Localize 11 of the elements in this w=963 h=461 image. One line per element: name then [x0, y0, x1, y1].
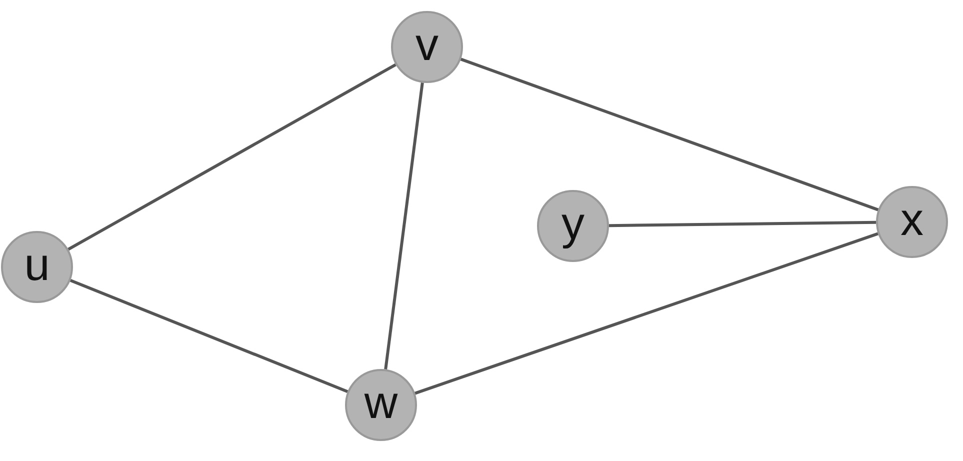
edge-line	[608, 220, 876, 228]
vertex-label: v	[416, 21, 438, 67]
vertex-label: x	[900, 196, 924, 242]
vertex-label: u	[24, 241, 50, 287]
vertex-label: y	[562, 200, 584, 246]
edge-line	[414, 232, 878, 395]
edge-line	[70, 279, 348, 393]
edge-line	[384, 82, 424, 370]
edge-line	[460, 58, 879, 212]
edge-line	[68, 63, 396, 251]
vertex-label: w	[364, 379, 398, 425]
